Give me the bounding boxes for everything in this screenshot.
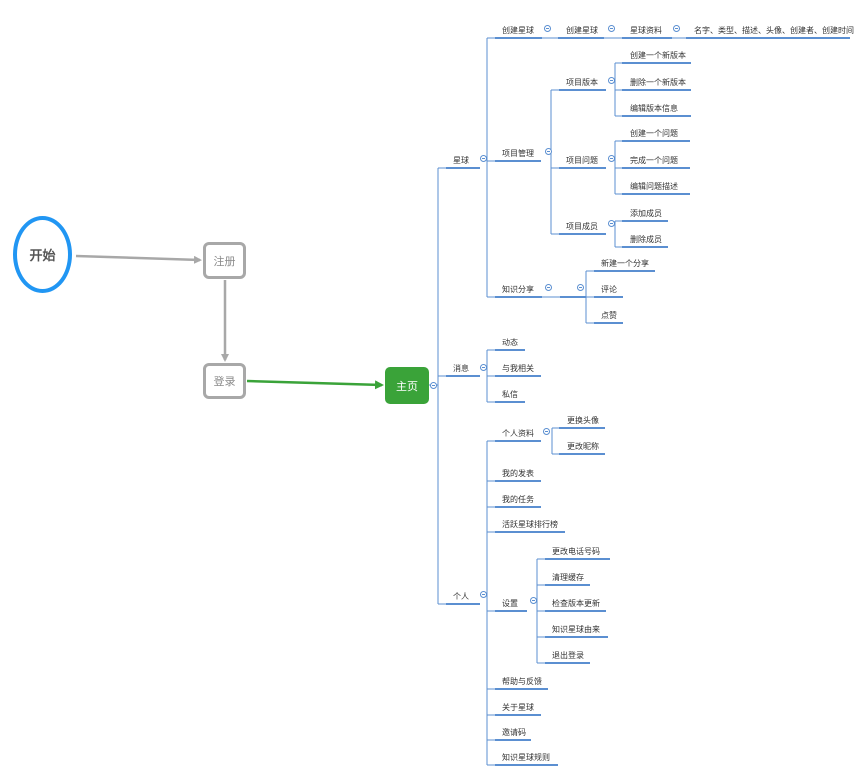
collapse-toggle-icon[interactable] <box>479 590 487 598</box>
collapse-toggle-icon[interactable] <box>576 283 584 291</box>
leaf-profile-0[interactable]: 更换头像 <box>567 416 599 425</box>
login-node[interactable]: 登录 <box>203 363 246 399</box>
leaf-version-1[interactable]: 删除一个新版本 <box>630 78 686 87</box>
node-my-posts[interactable]: 我的发表 <box>502 469 534 478</box>
leaf-member-1[interactable]: 删除成员 <box>630 235 662 244</box>
collapse-toggle-icon[interactable] <box>479 154 487 162</box>
leaf-share-0[interactable]: 新建一个分享 <box>601 259 649 268</box>
start-node[interactable]: 开始 <box>13 216 72 293</box>
leaf-settings-4[interactable]: 退出登录 <box>552 651 584 660</box>
collapse-toggle-icon[interactable] <box>607 154 615 162</box>
node-project-issue[interactable]: 项目问题 <box>566 156 598 165</box>
leaf-issue-0[interactable]: 创建一个问题 <box>630 129 678 138</box>
leaf-settings-3[interactable]: 知识星球由来 <box>552 625 600 634</box>
leaf-settings-2[interactable]: 检查版本更新 <box>552 599 600 608</box>
node-create-planet-sub[interactable]: 创建星球 <box>566 26 598 35</box>
node-about[interactable]: 关于星球 <box>502 703 534 712</box>
start-to-register-arrow <box>75 254 202 264</box>
leaf-share-2[interactable]: 点赞 <box>601 311 617 320</box>
collapse-toggle-icon[interactable] <box>543 24 551 32</box>
collapse-toggle-icon[interactable] <box>479 363 487 371</box>
node-my-tasks[interactable]: 我的任务 <box>502 495 534 504</box>
login-to-home-arrow <box>246 379 384 390</box>
node-create-planet[interactable]: 创建星球 <box>502 26 534 35</box>
collapse-toggle-icon[interactable] <box>544 283 552 291</box>
collapse-toggle-icon[interactable] <box>544 147 552 155</box>
collapse-toggle-icon[interactable] <box>672 24 680 32</box>
leaf-version-0[interactable]: 创建一个新版本 <box>630 51 686 60</box>
leaf-profile-1[interactable]: 更改昵称 <box>567 442 599 451</box>
node-settings[interactable]: 设置 <box>502 599 518 608</box>
collapse-toggle-icon[interactable] <box>429 381 437 389</box>
mindmap-branches <box>429 37 850 766</box>
node-planet-profile[interactable]: 星球资料 <box>630 26 662 35</box>
leaf-message-2[interactable]: 私信 <box>502 390 518 399</box>
node-invite[interactable]: 邀请码 <box>502 728 526 737</box>
branch-planet[interactable]: 星球 <box>453 156 469 165</box>
node-project-version[interactable]: 项目版本 <box>566 78 598 87</box>
node-planet-profile-detail[interactable]: 名字、类型、描述、头像、创建者、创建时间 <box>694 26 854 35</box>
node-ranking[interactable]: 活跃星球排行榜 <box>502 520 558 529</box>
leaf-settings-1[interactable]: 清理缓存 <box>552 573 584 582</box>
node-project-member[interactable]: 项目成员 <box>566 222 598 231</box>
leaf-message-1[interactable]: 与我相关 <box>502 364 534 373</box>
collapse-toggle-icon[interactable] <box>542 427 550 435</box>
branch-personal[interactable]: 个人 <box>453 592 469 601</box>
leaf-share-1[interactable]: 评论 <box>601 285 617 294</box>
node-project-mgmt[interactable]: 项目管理 <box>502 149 534 158</box>
node-knowledge-share[interactable]: 知识分享 <box>502 285 534 294</box>
collapse-toggle-icon[interactable] <box>529 596 537 604</box>
node-rules[interactable]: 知识星球规则 <box>502 753 550 762</box>
branch-message[interactable]: 消息 <box>453 364 469 373</box>
collapse-toggle-icon[interactable] <box>607 24 615 32</box>
leaf-member-0[interactable]: 添加成员 <box>630 209 662 218</box>
home-node[interactable]: 主页 <box>385 367 429 404</box>
leaf-settings-0[interactable]: 更改电话号码 <box>552 547 600 556</box>
leaf-message-0[interactable]: 动态 <box>502 338 518 347</box>
node-personal-profile[interactable]: 个人资料 <box>502 429 534 438</box>
collapse-toggle-icon[interactable] <box>607 219 615 227</box>
leaf-version-2[interactable]: 编辑版本信息 <box>630 104 678 113</box>
collapse-toggle-icon[interactable] <box>607 76 615 84</box>
leaf-issue-1[interactable]: 完成一个问题 <box>630 156 678 165</box>
node-help[interactable]: 帮助与反馈 <box>502 677 542 686</box>
register-node[interactable]: 注册 <box>203 242 246 279</box>
leaf-issue-2[interactable]: 编辑问题描述 <box>630 182 678 191</box>
